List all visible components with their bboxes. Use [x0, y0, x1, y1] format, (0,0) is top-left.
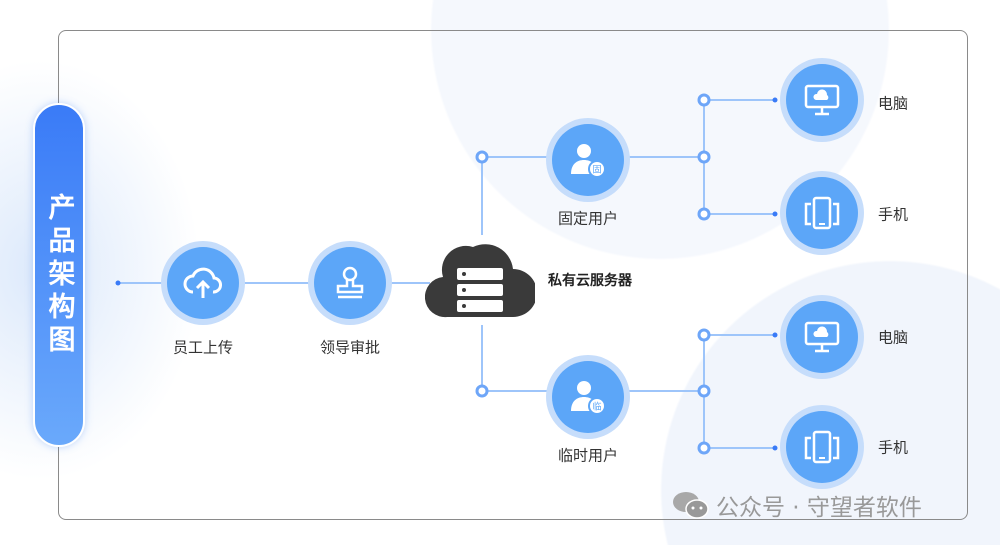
cloud-upload-icon: [183, 267, 222, 298]
pc-label: 电脑: [878, 94, 909, 113]
wechat-icon: [673, 492, 709, 519]
mobile-devices-icon: [804, 430, 840, 464]
fixed-badge: 固: [592, 165, 601, 176]
phone-label: 手机: [878, 205, 909, 224]
cloud-server-icon: [424, 244, 537, 318]
user-badge-icon: 临: [571, 381, 606, 415]
pc-node: [780, 58, 864, 142]
phone-label: 手机: [878, 438, 909, 457]
page-title: 产品架构图: [43, 192, 75, 358]
phone-node: [780, 405, 864, 489]
monitor-cloud-icon: [804, 84, 840, 116]
approve-label: 领导审批: [319, 338, 381, 357]
title-banner: 产品架构图: [33, 103, 85, 447]
pc-label: 电脑: [878, 328, 909, 347]
server-label: 私有云服务器: [548, 273, 632, 289]
watermark: 公众号 · 守望者软件: [672, 488, 922, 522]
temp-user-node: 临: [546, 355, 630, 439]
server-node: [424, 232, 537, 328]
pc-node: [780, 295, 864, 379]
fixed-user-node: 固: [546, 118, 630, 202]
phone-node: [780, 171, 864, 255]
mobile-devices-icon: [804, 196, 840, 230]
stamp-icon: [336, 266, 364, 299]
approve-node: [308, 241, 392, 325]
monitor-cloud-icon: [804, 321, 840, 353]
upload-label: 员工上传: [172, 338, 234, 357]
user-badge-icon: 固: [571, 144, 606, 178]
temp-badge: 临: [592, 401, 601, 413]
temp-user-label: 临时用户: [557, 446, 619, 465]
fixed-user-label: 固定用户: [557, 209, 619, 228]
watermark-text: 公众号 · 守望者软件: [716, 495, 922, 521]
upload-node: [161, 241, 245, 325]
